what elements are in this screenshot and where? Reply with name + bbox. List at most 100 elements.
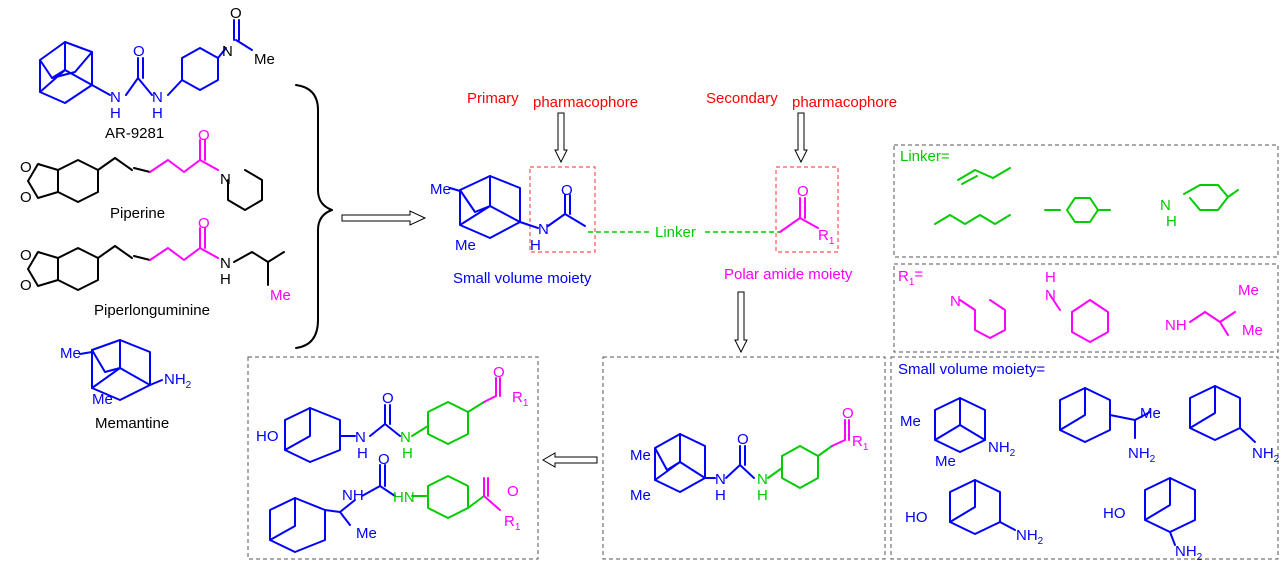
atom-me: Me (1140, 405, 1161, 422)
atom-nh2: NH2 (1175, 543, 1203, 561)
atom-nh2: NH2 (988, 439, 1016, 459)
atom-o: O (561, 182, 573, 199)
atom-o: O (230, 5, 242, 22)
atom-o: O (20, 277, 32, 294)
atom-nh2: NH2 (164, 371, 192, 391)
polar-amide-label: Polar amide moiety (724, 266, 853, 283)
primary-word2: pharmacophore (533, 94, 638, 111)
linker-label: Linker (655, 224, 696, 241)
small-volume-label: Small volume moiety (453, 270, 592, 287)
atom-n: N (110, 89, 121, 106)
atom-me: Me (430, 181, 451, 198)
atom-h: H (220, 271, 231, 288)
atom-n: N (715, 471, 726, 488)
primary-pharmacophore-box (529, 166, 596, 253)
primary-word1: Primary (467, 90, 519, 107)
atom-n: N (757, 471, 768, 488)
piperine-structure: O O O N Piperine (20, 127, 263, 222)
template-molecule: Me Me N H O O R1 (430, 175, 835, 254)
atom-h: H (152, 105, 163, 122)
left-hollow-arrow-icon (542, 452, 598, 468)
atom-o: O (737, 431, 749, 448)
atom-nh2: NH2 (1016, 527, 1044, 547)
atom-o: O (507, 483, 519, 500)
atom-r1: R1 (852, 433, 869, 453)
atom-h: H (1166, 213, 1177, 230)
atom-n: N (1160, 197, 1171, 214)
atom-nh: NH (1165, 317, 1187, 334)
atom-me: Me (60, 345, 81, 362)
urea-lead-molecule: Me Me N H O N H O R1 (630, 405, 869, 504)
atom-r1: R1 (504, 513, 521, 533)
atom-me: Me (254, 51, 275, 68)
r1-panel-title: R1= (898, 266, 923, 288)
atom-h: H (357, 445, 368, 462)
compound-name: Piperine (110, 205, 165, 222)
atom-ho: HO (1103, 505, 1126, 522)
linker-options: N H (934, 167, 1239, 230)
atom-o: O (842, 405, 854, 422)
secondary-word2: pharmacophore (792, 94, 897, 111)
secondary-pharmacophore-box (775, 166, 839, 253)
atom-ho: HO (905, 509, 928, 526)
atom-o: O (20, 159, 32, 176)
memantine-structure: Me Me NH2 Memantine (60, 339, 192, 432)
atom-o: O (20, 189, 32, 206)
atom-me: Me (935, 453, 956, 470)
atom-n: N (400, 429, 411, 446)
atom-o: O (382, 390, 394, 407)
r1-options: N H N NH Me Me (950, 269, 1263, 343)
atom-o: O (378, 451, 390, 468)
atom-h: H (1045, 269, 1056, 286)
atom-h: H (715, 487, 726, 504)
atom-o: O (797, 183, 809, 200)
atom-me: Me (356, 525, 377, 542)
secondary-word1: Secondary (706, 90, 778, 107)
atom-n: N (220, 171, 231, 188)
bottom-middle-panel (602, 356, 886, 560)
compound-name: Memantine (95, 415, 169, 432)
urea-series-molecules: HO N H O N H O R1 NH O HN M (256, 364, 529, 553)
down-arrow-icon (554, 112, 808, 354)
atom-r1: R1 (818, 227, 835, 247)
ar-9281-structure: N H O N H N O Me AR-9281 (39, 5, 275, 142)
atom-o: O (133, 43, 145, 60)
atom-ho: HO (256, 428, 279, 445)
atom-n: N (355, 429, 366, 446)
atom-o: O (198, 127, 210, 144)
atom-n: N (152, 89, 163, 106)
small-volume-options: Me Me NH2 Me NH2 NH2 HO NH2 HO NH2 (900, 385, 1280, 561)
atom-hn: HN (393, 489, 415, 506)
atom-nh2: NH2 (1252, 445, 1280, 465)
atom-me: Me (900, 413, 921, 430)
atom-h: H (402, 445, 413, 462)
atom-n: N (220, 255, 231, 272)
adamantane-cage (39, 41, 111, 104)
atom-h: H (110, 105, 121, 122)
curly-brace (295, 84, 333, 349)
atom-h: H (530, 237, 541, 254)
atom-me: Me (455, 237, 476, 254)
hollow-arrow-right-icon (341, 210, 427, 226)
compound-name: AR-9281 (105, 125, 164, 142)
piperlonguminine-structure: O O O N H Me Piperlonguminine (20, 215, 291, 319)
linker-panel (893, 144, 1279, 258)
r1-panel (893, 263, 1279, 353)
atom-o: O (493, 364, 505, 381)
atom-me: Me (1242, 322, 1263, 339)
atom-o: O (20, 247, 32, 264)
atom-h: H (757, 487, 768, 504)
atom-n: N (538, 221, 549, 238)
linker-panel-title: Linker= (900, 148, 950, 165)
atom-n: N (950, 293, 961, 310)
atom-me: Me (92, 391, 113, 408)
bottom-left-panel (247, 356, 539, 560)
atom-n: N (222, 43, 233, 60)
atom-n: N (1045, 287, 1056, 304)
atom-nh2: NH2 (1128, 445, 1156, 465)
atom-me: Me (630, 447, 651, 464)
small-volume-panel-title: Small volume moiety= (898, 361, 1045, 378)
atom-me: Me (270, 287, 291, 304)
atom-o: O (198, 215, 210, 232)
